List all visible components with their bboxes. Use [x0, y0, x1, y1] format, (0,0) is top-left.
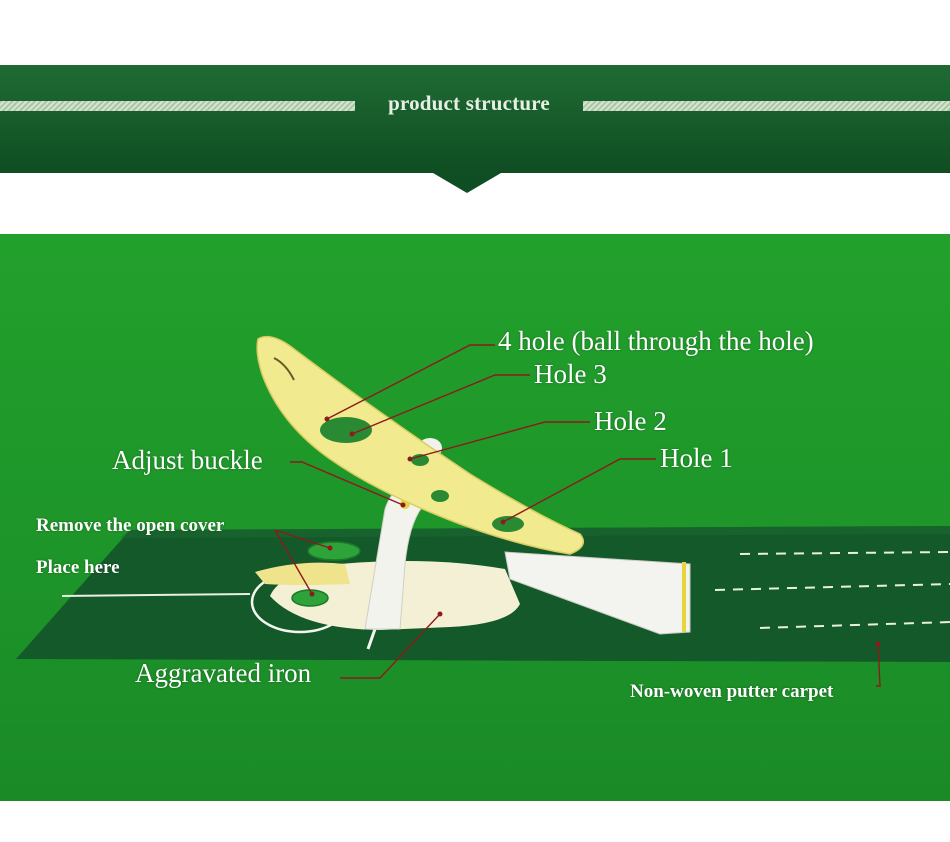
banner-stripe-left	[0, 101, 355, 111]
product-panel: 4 hole (ball through the hole) Hole 3 Ho…	[0, 234, 950, 801]
hole-plate	[256, 335, 585, 555]
callout-leaders	[274, 344, 881, 687]
ramp	[504, 551, 691, 635]
label-hole-4: 4 hole (ball through the hole)	[498, 326, 814, 356]
label-hole-3: Hole 3	[534, 359, 607, 389]
product-illustration	[16, 335, 950, 687]
section-title: product structure	[388, 91, 550, 115]
hole-2	[431, 490, 449, 502]
open-cover-1	[307, 541, 361, 561]
hole-1	[492, 516, 524, 532]
label-place-here: Place here	[36, 557, 120, 578]
banner-stripe-right	[583, 101, 950, 111]
label-adjust-buckle: Adjust buckle	[112, 445, 263, 475]
open-cover-2	[291, 589, 329, 607]
hole-4	[320, 417, 372, 443]
label-carpet: Non-woven putter carpet	[630, 681, 834, 702]
header-banner: product structure	[0, 65, 950, 193]
label-hole-1: Hole 1	[660, 443, 733, 473]
cover-tray	[255, 562, 350, 585]
banner-pointer	[433, 173, 501, 193]
label-remove-cover: Remove the open cover	[36, 515, 225, 536]
label-aggravated-iron: Aggravated iron	[135, 658, 312, 688]
label-hole-2: Hole 2	[594, 406, 667, 436]
